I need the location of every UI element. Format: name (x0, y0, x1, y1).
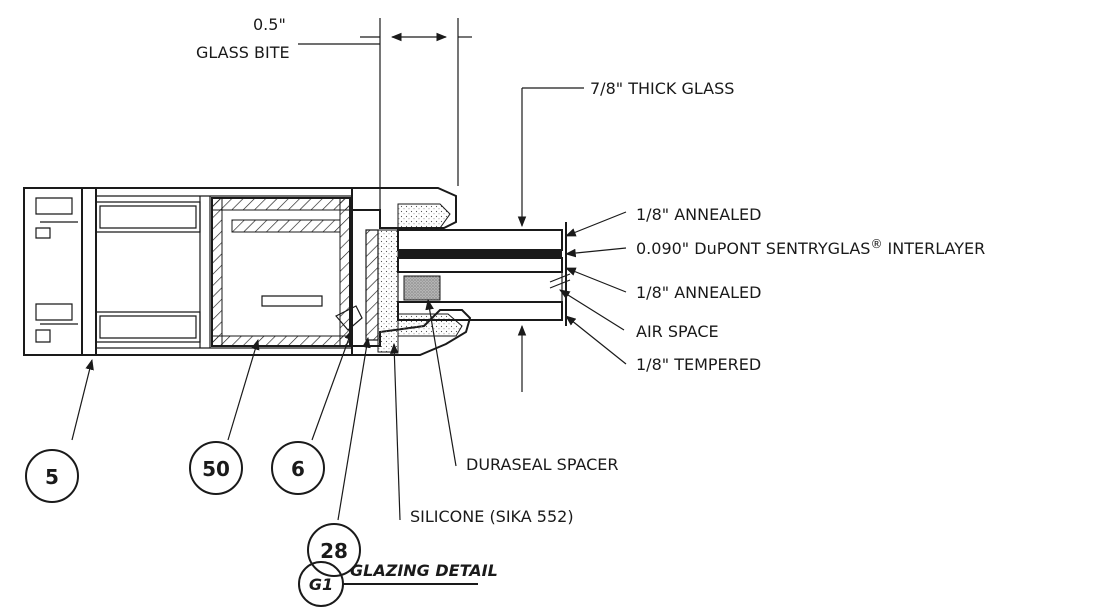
item-bubble-28: 28 (307, 523, 361, 577)
thick-glass-dimension (517, 87, 584, 392)
item-bubble-5-label: 5 (45, 465, 59, 489)
item-bubble-50-label: 50 (202, 457, 230, 481)
detail-tag: G1 (309, 575, 333, 594)
duraseal-label: DURASEAL SPACER (466, 455, 619, 474)
thick-glass-label: 7/8" THICK GLASS (590, 79, 734, 98)
tempered-label: 1/8" TEMPERED (636, 355, 761, 374)
glass-bite-value: 0.5" (253, 15, 286, 34)
silicone-label: SILICONE (SIKA 552) (410, 507, 574, 526)
interlayer-label: 0.090" DuPONT SENTRYGLAS® INTERLAYER (636, 237, 985, 258)
item-leaders (71, 298, 457, 521)
aluminum-frame-extrusion (23, 187, 353, 356)
item-bubble-5: 5 (25, 449, 79, 503)
item-bubble-6: 6 (271, 441, 325, 495)
annealed-top-label: 1/8" ANNEALED (636, 205, 761, 224)
glass-bite-dimension (298, 18, 472, 228)
glass-bite-label: GLASS BITE (196, 43, 290, 62)
item-bubble-28-label: 28 (320, 539, 348, 563)
air-space-label: AIR SPACE (636, 322, 719, 341)
insulated-glass-unit (397, 222, 567, 326)
layer-leaders (549, 211, 627, 365)
item-bubble-6-label: 6 (291, 457, 305, 481)
item-bubble-50: 50 (189, 441, 243, 495)
detail-title: GLAZING DETAIL (350, 561, 498, 580)
detail-title-block: G1 GLAZING DETAIL (298, 561, 498, 607)
steel-reinforcement (211, 197, 351, 347)
annealed-bottom-label: 1/8" ANNEALED (636, 283, 761, 302)
